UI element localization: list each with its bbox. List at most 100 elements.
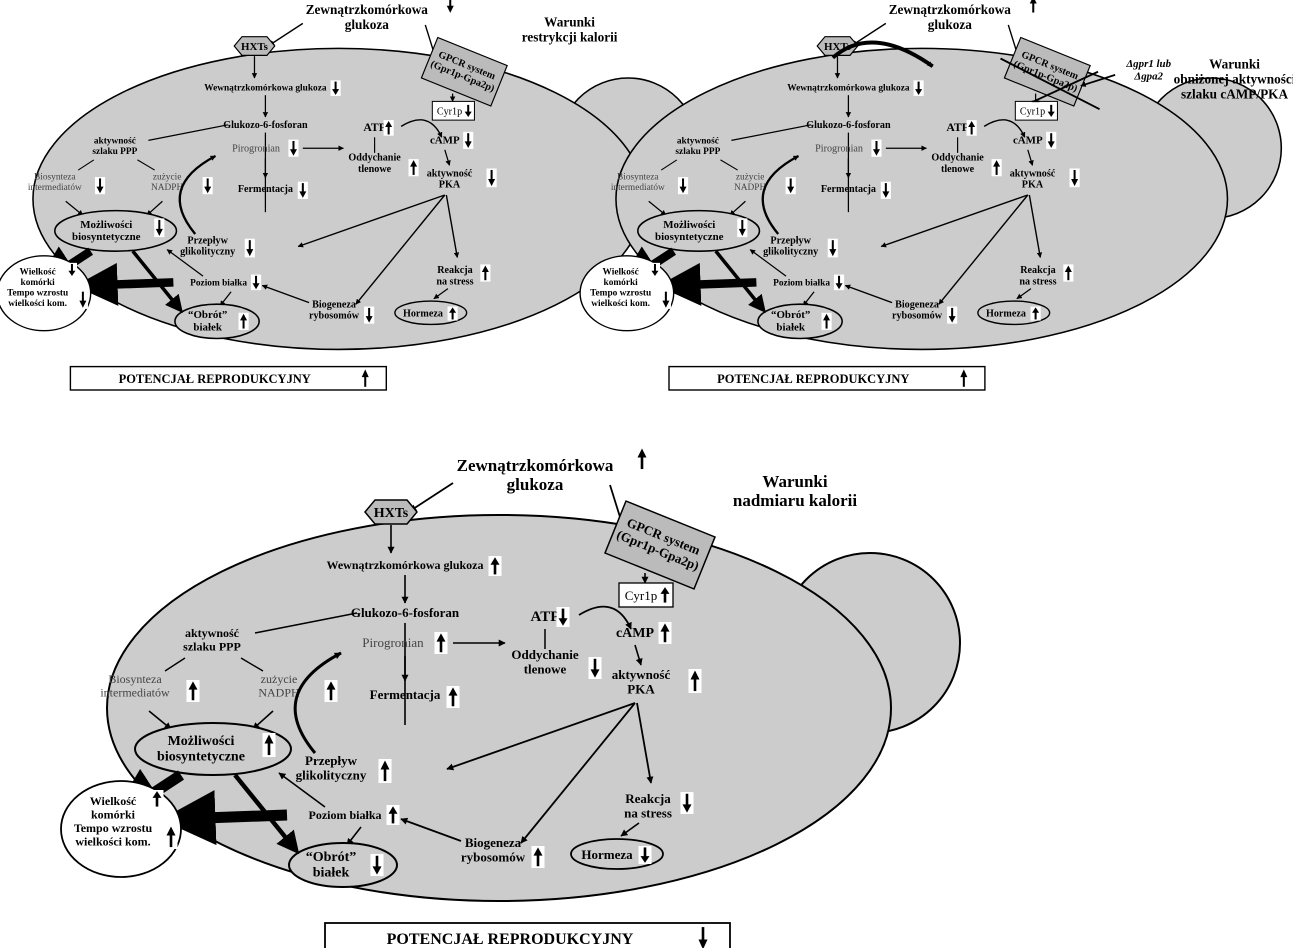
glycolytic-flux-arrow [828,239,838,258]
stress-response-arrow [681,792,694,814]
protein-level-arrow [387,805,400,825]
pyruvate-arrow [435,632,448,654]
cyr1p-arrow [659,586,672,604]
protein-turnover-arrow [238,313,248,330]
biosynthesis-intermediates-label: Biosyntezaintermediatów [28,172,82,192]
panel-p2: ZewnątrzkomórkowaglukozaHXTsGPCR system(… [580,0,1293,390]
nadph-arrow [203,177,213,194]
protein-turnover-label: “Obrót”białek [306,850,357,881]
ribosome-biogenesis-label: Biogenezarybosomów [892,299,943,321]
pka-arrow [1070,168,1080,187]
condition-label: Warunkiobniżonej aktywnościszlaku cAMP/P… [1174,57,1293,102]
camp-label: cAMP [1013,135,1043,147]
respiration-arrow [589,657,602,679]
pyruvate-arrow [288,140,298,157]
biosynthesis-intermediates-label: Biosyntezaintermediatów [611,172,665,192]
camp-label: cAMP [430,135,460,147]
protein-turnover-label: “Obrót”białek [188,309,227,333]
cyr1p-label: Cyr1p [437,107,462,118]
atp-label: ATP [946,121,969,134]
ribosome-biogenesis-arrow [947,307,957,324]
hxts-label: HXTs [374,506,409,521]
hormesis-label: Hormeza [403,309,443,320]
glucose-to-hxts-arrow [269,23,303,45]
cyr1p-label: Cyr1p [625,588,658,603]
nadph-label: zużycieNADPH [258,672,300,699]
reproductive-potential-arrow [959,368,969,388]
protein-level-arrow [834,275,844,291]
biosynthesis-intermediates-arrow [187,680,200,702]
hormesis-label: Hormeza [986,309,1026,320]
stress-response-arrow [1063,264,1073,281]
atp-label: ATP [531,609,560,625]
growth-rate-arrow [78,290,88,309]
camp-arrow [659,622,672,644]
external-glucose-arrow [1028,0,1038,14]
protein-level-arrow [251,275,261,291]
reproductive-potential-arrow [697,925,710,948]
glycolytic-flux-label: Przepływglikolityczny [296,753,367,783]
pka-arrow [487,168,497,187]
intracellular-glucose-label: Wewnątrzkomórkowa glukoza [787,83,910,93]
intracellular-glucose-label: Wewnątrzkomórkowa glukoza [327,558,484,572]
fermentation-label: Fermentacja [238,184,293,195]
stress-response-label: Reakcjana stress [624,791,672,821]
respiration-arrow [992,159,1002,176]
nadph-arrow [325,680,338,702]
pyruvate-label: Pirogronian [362,635,424,650]
atp-arrow [557,607,570,627]
cell-size-arrow [151,790,164,808]
external-glucose-arrow [636,447,649,471]
biosynthetic-capacity-arrow [263,733,276,757]
ribosome-biogenesis-arrow [532,846,545,868]
reproductive-potential-label: POTENCJAŁ REPRODUKCYJNY [717,372,909,386]
cyr1p-label: Cyr1p [1020,107,1045,118]
deletion-label: Δgpr1 lubΔgpa2 [1125,58,1171,82]
atp-arrow [384,120,394,136]
protein-level-label: Poziom białka [190,278,247,288]
nadph-arrow [786,177,796,194]
external-glucose-label: Zewnątrzkomórkowaglukoza [306,2,429,32]
reproductive-potential-arrow [360,368,370,388]
biosynthesis-intermediates-arrow [95,177,105,194]
pyruvate-label: Pirogronian [815,143,863,154]
growth-rate-arrow [165,825,178,849]
cyr1p-arrow [463,104,473,118]
cell-size-arrow [650,263,660,277]
pka-arrow [689,669,702,693]
g6p-label: Glukozo-6-fosforan [351,605,460,620]
fermentation-label: Fermentacja [821,184,876,195]
hormesis-label: Hormeza [581,847,633,862]
intracellular-glucose-arrow [914,80,924,96]
atp-arrow [967,120,977,136]
intracellular-glucose-arrow [489,556,502,576]
biosynthetic-capacity-arrow [154,218,164,237]
glycolytic-flux-arrow [245,239,255,258]
intracellular-glucose-arrow [331,80,341,96]
hxts-label: HXTs [241,41,268,53]
biosynthetic-capacity-arrow [737,218,747,237]
turnover-to-cellsize-arrow [671,282,757,285]
condition-label: Warunkirestrykcji kalorii [522,15,618,45]
g6p-label: Glukozo-6-fosforan [806,120,891,131]
external-glucose-arrow [445,0,455,14]
camp-arrow [463,132,473,149]
reproductive-potential-label: POTENCJAŁ REPRODUKCYJNY [387,931,634,948]
glycolytic-flux-arrow [379,759,392,783]
turnover-to-cellsize-arrow [177,815,287,819]
camp-arrow [1046,132,1056,149]
nadph-label: zużycieNADPH [151,172,183,192]
protein-turnover-arrow [821,313,831,330]
biosynthesis-intermediates-arrow [678,177,688,194]
respiration-arrow [409,159,419,176]
g6p-label: Glukozo-6-fosforan [223,120,308,131]
